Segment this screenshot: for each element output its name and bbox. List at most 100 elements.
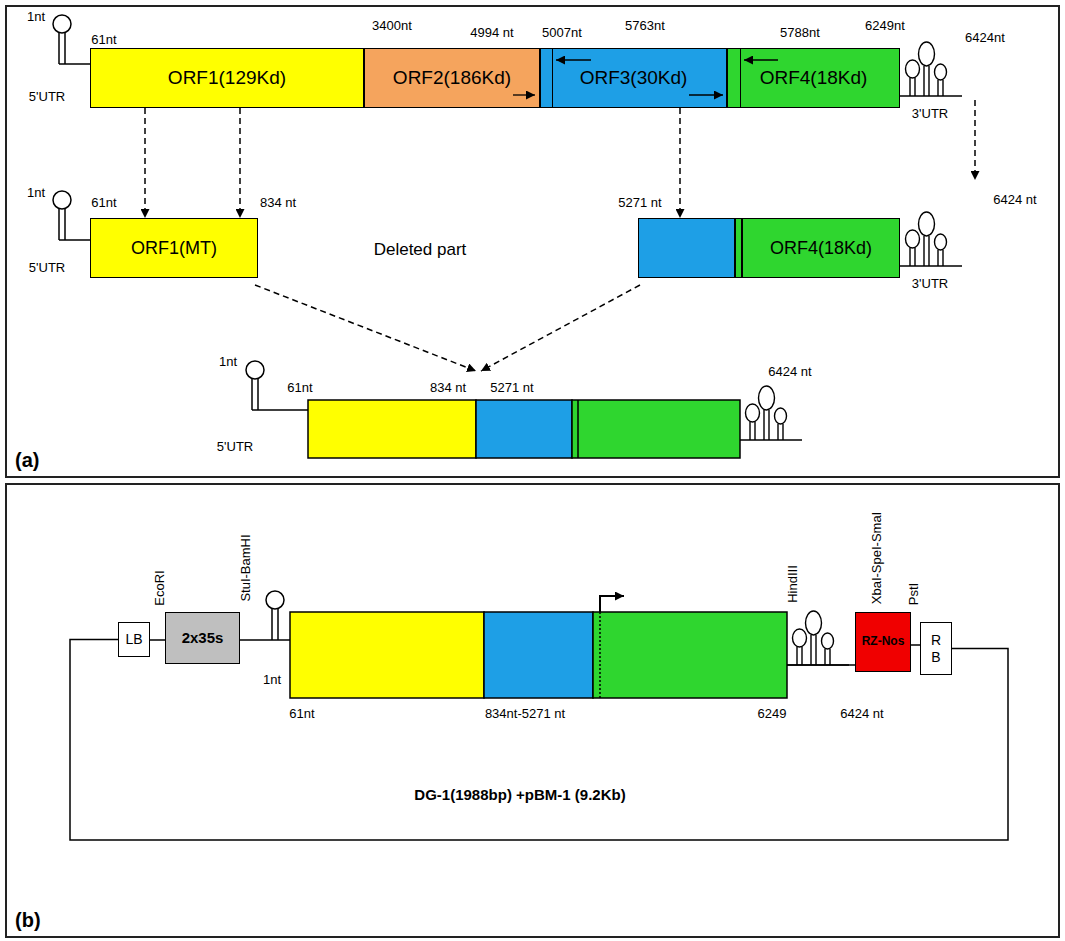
- label-holder: 6424 nt: [768, 364, 811, 380]
- restriction-site: EcoRI: [152, 570, 168, 605]
- label-holder: EcoRI: [152, 570, 168, 605]
- label-holder: StuI-BamHI: [238, 534, 254, 601]
- position-label: 5'UTR: [29, 260, 65, 276]
- overlap-line: [577, 400, 579, 458]
- stem-loop: [53, 191, 71, 240]
- label-holder: 5'UTR: [217, 439, 253, 455]
- direction-arrow: [744, 59, 778, 60]
- position-label: 3400nt: [372, 18, 412, 34]
- orf-box: ORF2(186Kd): [364, 48, 540, 108]
- orf-box: ORF1(129Kd): [90, 48, 364, 108]
- position-label: 5007nt: [542, 25, 582, 41]
- label-holder: 61nt: [287, 380, 312, 396]
- box-label: R B: [931, 632, 941, 664]
- orf-segment: [484, 612, 593, 698]
- label-holder: 1nt: [27, 185, 45, 201]
- orf-segment: [476, 400, 572, 458]
- vector-line: [150, 639, 165, 641]
- orf-box: ORF4(18Kd): [727, 48, 900, 108]
- deletion-note: Deleted part: [374, 240, 467, 260]
- border-box: R B: [920, 622, 952, 675]
- utr-hairpins: [900, 212, 962, 266]
- label-holder: 5271 nt: [618, 195, 661, 211]
- dashed-arrow: [239, 108, 241, 218]
- position-label: 3'UTR: [912, 106, 948, 122]
- restriction-site: XbaI-SpeI-SmaI: [869, 512, 885, 605]
- orf-segment: [290, 612, 484, 698]
- stem-loop: [266, 591, 284, 640]
- position-label: 61nt: [287, 380, 312, 396]
- promoter-box: 2x35s: [165, 612, 240, 664]
- position-label: 834 nt: [260, 195, 296, 211]
- box-label: ORF4(18Kd): [770, 238, 872, 259]
- box-label: ORF2(186Kd): [393, 67, 511, 89]
- position-label: 5'UTR: [217, 439, 253, 455]
- position-label: 1nt: [263, 672, 281, 688]
- position-label: 1nt: [27, 185, 45, 201]
- position-label: 834nt-5271 nt: [485, 706, 565, 722]
- orf-segment: [593, 612, 787, 698]
- label-holder: 61nt: [289, 706, 314, 722]
- dashed-arrow: [255, 285, 476, 371]
- label-holder: 834nt-5271 nt: [485, 706, 565, 722]
- label-holder: 6249: [758, 706, 787, 722]
- direction-arrow: [689, 94, 723, 95]
- label-holder: 3400nt: [372, 18, 412, 34]
- restriction-site: HindIII: [785, 565, 801, 603]
- box-label: ORF1(129Kd): [168, 67, 286, 89]
- dashed-arrow: [144, 108, 146, 218]
- panel-letter: (a): [15, 449, 39, 472]
- start-line: [599, 612, 601, 698]
- label-holder: 5788nt: [780, 25, 820, 41]
- position-label: 4994 nt: [470, 25, 513, 41]
- direction-arrow: [513, 94, 535, 95]
- label-holder: 3'UTR: [912, 276, 948, 292]
- promoter-arrow: [600, 596, 624, 612]
- utr-hairpins: [787, 611, 849, 665]
- label-holder: 61nt: [91, 195, 116, 211]
- box-label: ORF3(30Kd): [580, 67, 688, 89]
- utr-hairpins: [740, 386, 802, 440]
- label-holder: 1nt: [263, 672, 281, 688]
- backbone-line: [240, 639, 290, 641]
- label-holder: 1nt: [27, 9, 45, 25]
- figure-panel: (a) ORF1(129Kd) ORF2(186Kd) ORF3(30Kd) ORF4(…: [5, 5, 1060, 478]
- label-holder: 5'UTR: [29, 260, 65, 276]
- position-label: 6249nt: [865, 18, 905, 34]
- box-label: ORF1(MT): [131, 238, 217, 259]
- vector-line: [911, 644, 920, 646]
- label-holder: DG-1(1988bp) +pBM-1 (9.2Kb): [414, 786, 625, 804]
- box-label: LB: [125, 631, 142, 647]
- label-holder: 61nt: [91, 32, 116, 48]
- label-holder: PstI: [906, 583, 922, 605]
- position-label: 6424 nt: [768, 364, 811, 380]
- box-label: 2x35s: [182, 629, 224, 646]
- label-holder: 1nt: [219, 354, 237, 370]
- border-box: LB: [118, 622, 150, 657]
- terminator-box: RZ-Nos: [855, 612, 911, 672]
- position-label: 6424nt: [965, 30, 1005, 46]
- orf-box: ORF1(MT): [90, 218, 258, 278]
- restriction-site: StuI-BamHI: [238, 534, 254, 601]
- label-holder: 6249nt: [865, 18, 905, 34]
- label-holder: Deleted part: [374, 240, 467, 260]
- position-label: 6424 nt: [993, 192, 1036, 208]
- label-holder: 5271 nt: [490, 380, 533, 396]
- label-holder: 3'UTR: [912, 106, 948, 122]
- orf-segment: [308, 400, 476, 458]
- dashed-arrow: [974, 100, 976, 180]
- orf-box: ORF4(18Kd): [638, 218, 900, 278]
- utr-line: [59, 239, 90, 241]
- stem-loop: [53, 15, 71, 64]
- label-holder: 834 nt: [260, 195, 296, 211]
- position-label: 61nt: [91, 195, 116, 211]
- label-holder: XbaI-SpeI-SmaI: [869, 512, 885, 605]
- position-label: 5788nt: [780, 25, 820, 41]
- position-label: 1nt: [27, 9, 45, 25]
- label-holder: 5763nt: [625, 18, 665, 34]
- stem-loop: [246, 361, 264, 410]
- position-label: 61nt: [289, 706, 314, 722]
- label-holder: 5'UTR: [29, 89, 65, 105]
- position-label: 3'UTR: [912, 276, 948, 292]
